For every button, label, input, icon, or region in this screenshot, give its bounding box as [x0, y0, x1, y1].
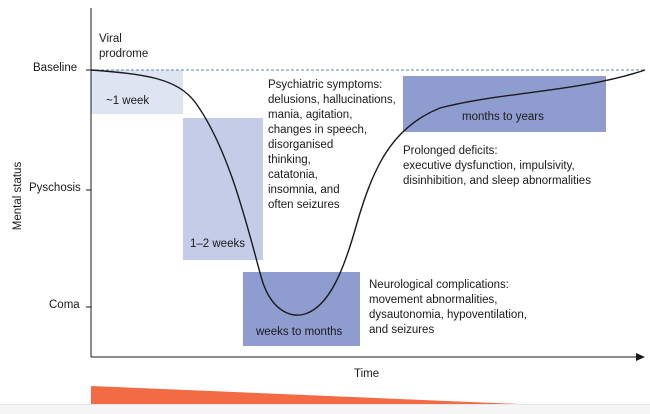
psychiatric-line: disorganised [268, 139, 334, 151]
neurological-line: movement abnormalities, [369, 294, 498, 306]
bottom-strip [0, 404, 650, 414]
neurological-line: and seizures [369, 324, 435, 336]
prolonged-line: Prolonged deficits: [403, 145, 498, 157]
psychiatric-line: insomnia, and [268, 184, 340, 196]
phase-box-prolonged [403, 76, 606, 132]
y-label-coma: Coma [49, 299, 80, 311]
prodrome-label-line2: prodrome [99, 48, 149, 60]
psychiatric-line: catatonia, [268, 169, 318, 181]
prodrome-label-line1: Viral [99, 33, 122, 45]
psychiatric-line: changes in speech, [268, 124, 368, 136]
y-label-psychosis: Pyschosis [29, 182, 81, 194]
severity-wedge [91, 386, 590, 407]
duration-psychiatric: 1–2 weeks [190, 238, 245, 250]
x-axis-arrowhead [636, 353, 645, 361]
psychiatric-line: thinking, [268, 154, 311, 166]
neurological-line: Neurological complications: [369, 279, 509, 291]
duration-prolonged: months to years [462, 111, 544, 123]
neurological-line: dysautonomia, hypoventilation, [369, 309, 527, 321]
y-label-baseline: Baseline [33, 62, 78, 74]
psychiatric-line: often seizures [268, 199, 340, 211]
mental-status-curve [90, 69, 646, 316]
x-axis-title: Time [354, 368, 380, 380]
prolonged-line: disinhibition, and sleep abnormalities [403, 175, 591, 187]
duration-neurological: weeks to months [256, 326, 343, 338]
psychiatric-line: mania, agitation, [268, 109, 353, 121]
phase-box-neurological [243, 272, 360, 346]
psychiatric-line: delusions, hallucinations, [268, 94, 396, 106]
y-axis-title: Mental status [12, 161, 24, 231]
duration-prodrome: ~1 week [106, 95, 150, 107]
phase-box-prodrome [91, 70, 183, 114]
prolonged-line: executive dysfunction, impulsivity, [403, 160, 575, 172]
psychiatric-line: Psychiatric symptoms: [268, 79, 383, 91]
